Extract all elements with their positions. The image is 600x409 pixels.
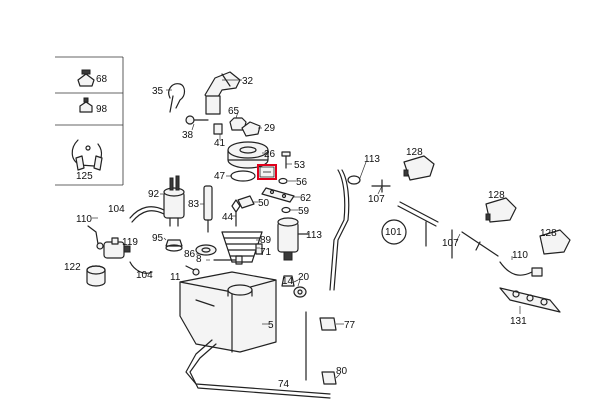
tee-107-lower[interactable] bbox=[461, 231, 499, 257]
callout-83: 83 bbox=[188, 199, 200, 210]
callout-119: 119 bbox=[122, 237, 138, 248]
part-11[interactable] bbox=[185, 265, 200, 276]
cover-26[interactable] bbox=[227, 141, 269, 169]
seal-47[interactable] bbox=[230, 170, 256, 182]
washer-56[interactable] bbox=[278, 177, 288, 185]
wire-110-right[interactable] bbox=[499, 261, 543, 277]
bolt-38[interactable] bbox=[185, 115, 209, 125]
callout-5: 5 bbox=[268, 320, 274, 331]
connector-128-right[interactable] bbox=[539, 229, 571, 255]
part-71[interactable] bbox=[255, 243, 263, 255]
pipe-110[interactable] bbox=[87, 225, 104, 250]
inset-part-98[interactable]: 98 bbox=[79, 97, 108, 115]
callout-113-center: 113 bbox=[306, 230, 322, 241]
callout-107-lower: 107 bbox=[442, 238, 459, 249]
ring-41[interactable] bbox=[213, 123, 223, 135]
pump-113-center[interactable] bbox=[277, 217, 309, 261]
tube-right[interactable] bbox=[397, 201, 453, 259]
part-14[interactable] bbox=[281, 275, 295, 287]
inset-part-125[interactable]: 125 bbox=[71, 139, 103, 182]
callout-62: 62 bbox=[300, 193, 312, 204]
callout-41: 41 bbox=[214, 138, 226, 149]
callout-38: 38 bbox=[182, 130, 194, 141]
clamp-35[interactable] bbox=[168, 83, 186, 113]
callout-104-lower: 104 bbox=[136, 270, 153, 281]
reference-circle-101[interactable] bbox=[381, 219, 407, 245]
callout-110-right: 110 bbox=[512, 250, 528, 261]
pump-119[interactable] bbox=[103, 237, 131, 259]
callout-8: 8 bbox=[196, 254, 202, 265]
callout-labels: 32 35 65 38 41 29 26 53 47 56 62 59 50 4… bbox=[64, 76, 557, 390]
callout-53: 53 bbox=[294, 160, 306, 171]
callout-122: 122 bbox=[64, 262, 81, 273]
callout-14: 14 bbox=[282, 276, 294, 287]
callout-131: 131 bbox=[510, 316, 527, 327]
bracket-80[interactable] bbox=[321, 371, 337, 385]
callout-20: 20 bbox=[298, 272, 310, 283]
tee-107-upper[interactable] bbox=[371, 179, 391, 193]
spring-44[interactable] bbox=[231, 199, 241, 227]
callout-50: 50 bbox=[258, 198, 270, 209]
callout-29: 29 bbox=[264, 123, 276, 134]
plate-62[interactable] bbox=[261, 187, 295, 203]
callout-128-top: 128 bbox=[406, 147, 423, 158]
leader-lines bbox=[92, 79, 521, 379]
callout-47: 47 bbox=[214, 171, 226, 182]
callout-65: 65 bbox=[228, 106, 240, 117]
screw-53[interactable] bbox=[281, 151, 291, 169]
callout-26: 26 bbox=[264, 149, 276, 160]
inset-part-68[interactable]: 68 bbox=[77, 69, 108, 87]
part-50[interactable] bbox=[237, 195, 255, 209]
pump-92[interactable] bbox=[163, 175, 185, 227]
washer-59[interactable] bbox=[281, 206, 291, 214]
inset-label-98: 98 bbox=[96, 104, 108, 115]
callout-32: 32 bbox=[242, 76, 254, 87]
callout-86: 86 bbox=[184, 249, 196, 260]
callout-35: 35 bbox=[152, 86, 164, 97]
callout-128-right: 128 bbox=[540, 228, 557, 239]
connector-128-top[interactable] bbox=[403, 155, 435, 181]
callout-110-left: 110 bbox=[76, 214, 92, 225]
callout-107-upper: 107 bbox=[368, 194, 385, 205]
bracket-131[interactable] bbox=[499, 287, 561, 313]
hose-104-upper[interactable] bbox=[129, 206, 165, 223]
callout-77: 77 bbox=[344, 320, 356, 331]
hose-104-lower[interactable] bbox=[129, 261, 153, 274]
callout-59: 59 bbox=[298, 206, 310, 217]
callout-128-mid: 128 bbox=[488, 190, 505, 201]
callout-101: 101 bbox=[385, 227, 402, 238]
callout-74: 74 bbox=[278, 379, 290, 390]
reservoir-5[interactable] bbox=[179, 271, 277, 353]
cap-65[interactable] bbox=[229, 117, 247, 131]
callout-89: 89 bbox=[260, 235, 272, 246]
inset-panel bbox=[55, 56, 124, 186]
callout-113-right: 113 bbox=[364, 154, 380, 165]
cap-29[interactable] bbox=[241, 121, 261, 137]
inset-label-125: 125 bbox=[76, 171, 93, 182]
connector-128-mid[interactable] bbox=[485, 197, 517, 223]
bolt-8[interactable] bbox=[213, 255, 243, 265]
callout-71: 71 bbox=[260, 247, 272, 258]
highlighted-part[interactable] bbox=[257, 164, 277, 180]
callout-56: 56 bbox=[296, 177, 308, 188]
callout-80: 80 bbox=[336, 366, 348, 377]
callout-11: 11 bbox=[170, 272, 181, 283]
grommet-86[interactable] bbox=[195, 244, 217, 256]
grommet-95[interactable] bbox=[165, 239, 183, 252]
clamp-113-right[interactable] bbox=[347, 175, 361, 185]
filter-122[interactable] bbox=[86, 265, 106, 287]
bracket-77[interactable] bbox=[305, 311, 337, 381]
callout-92: 92 bbox=[148, 189, 160, 200]
pipe-right[interactable] bbox=[329, 169, 350, 291]
callout-44: 44 bbox=[222, 212, 234, 223]
callout-95: 95 bbox=[152, 233, 164, 244]
callout-104-upper: 104 bbox=[108, 204, 125, 215]
pipe-74[interactable] bbox=[185, 339, 331, 399]
sensor-83[interactable] bbox=[203, 185, 213, 233]
highlight-box bbox=[257, 164, 277, 180]
part-20[interactable] bbox=[293, 286, 307, 298]
inset-label-68: 68 bbox=[96, 74, 108, 85]
